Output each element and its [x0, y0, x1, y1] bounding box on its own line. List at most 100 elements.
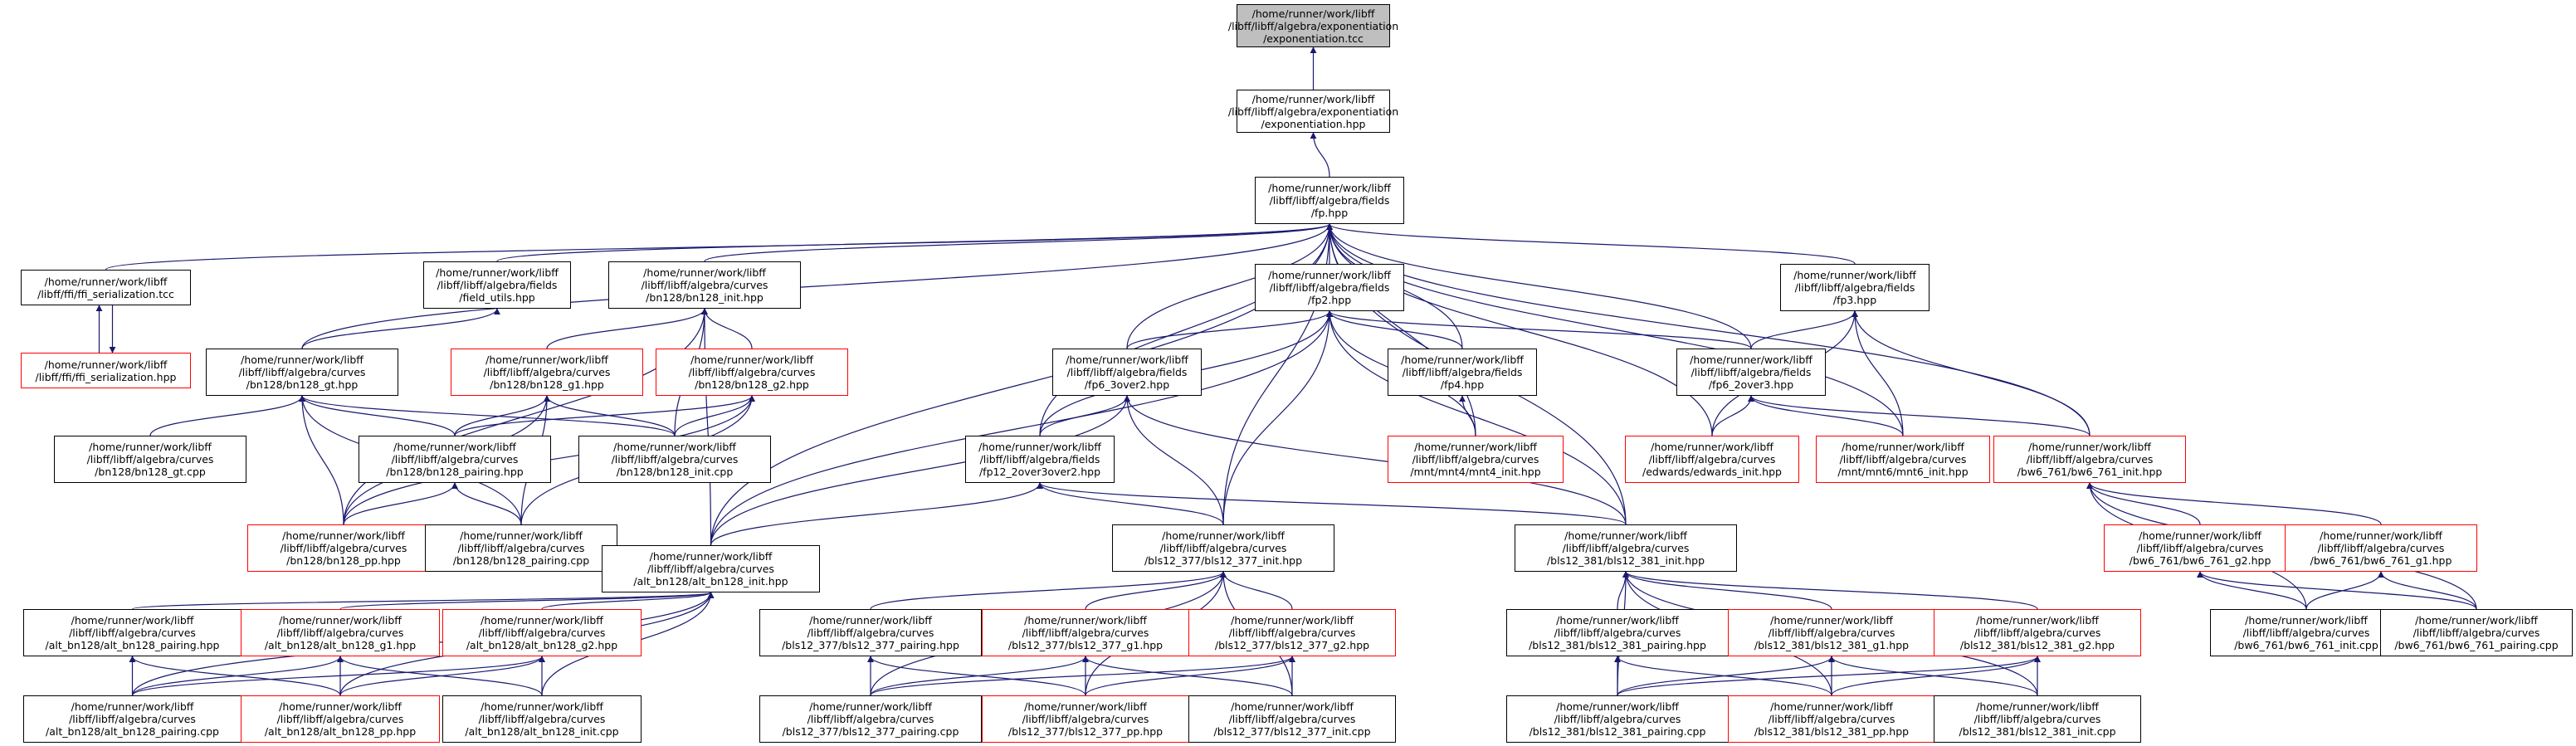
- node-label-line: /libff/libff/algebra/curves: [688, 366, 816, 378]
- node-label-line: /libff/libff/algebra/fields: [1402, 366, 1523, 378]
- edge-fp3-to-mnt6-init: [1852, 310, 1904, 436]
- node-label-line: /bw6_761/bw6_761_init.hpp: [2017, 466, 2163, 478]
- node-alt-pp[interactable]: /home/runner/work/libff/libff/libff/alge…: [241, 695, 440, 743]
- node-bls377-pairing-cpp[interactable]: /home/runner/work/libff/libff/libff/alge…: [759, 695, 982, 743]
- node-bn128-gt-hpp[interactable]: /home/runner/work/libff/libff/libff/alge…: [206, 349, 398, 396]
- node-label-line: /libff/libff/algebra/curves: [69, 713, 196, 725]
- node-label-line: /home/runner/work/libff: [2245, 614, 2368, 627]
- node-bls381-init-cpp[interactable]: /home/runner/work/libff/libff/libff/alge…: [1934, 695, 2141, 743]
- node-label-line: /bls12_381/bls12_381_pairing.hpp: [1529, 639, 1706, 651]
- edge-fp6-3over2-to-fp12-2over3over2: [1039, 395, 1130, 436]
- node-fp[interactable]: /home/runner/work/libff/libff/libff/alge…: [1255, 177, 1404, 224]
- node-bn128-pp[interactable]: /home/runner/work/libff/libff/libff/alge…: [247, 524, 440, 572]
- node-label-line: /libff/libff/algebra/curves: [1228, 713, 1356, 725]
- node-bls381-g1-hpp[interactable]: /home/runner/work/libff/libff/libff/alge…: [1728, 609, 1935, 656]
- node-alt-init-cpp[interactable]: /home/runner/work/libff/libff/libff/alge…: [442, 695, 642, 743]
- node-label-line: /home/runner/work/libff: [485, 353, 608, 366]
- node-label-line: /home/runner/work/libff: [978, 441, 1101, 453]
- node-label-line: /home/runner/work/libff: [282, 529, 405, 542]
- node-label-line: /bn128/bn128_g1.hpp: [490, 378, 604, 391]
- node-label-line: /libff/libff/algebra/curves: [238, 366, 366, 378]
- node-fp6-3over2[interactable]: /home/runner/work/libff/libff/libff/alge…: [1052, 349, 1202, 396]
- node-mnt4-init[interactable]: /home/runner/work/libff/libff/libff/alge…: [1388, 436, 1564, 483]
- node-ffi-hpp[interactable]: /home/runner/work/libff/libff/ffi/ffi_se…: [21, 353, 191, 388]
- node-bls377-pairing-hpp[interactable]: /home/runner/work/libff/libff/libff/alge…: [759, 609, 982, 656]
- edge-bn128-pairing-hpp-to-bn128-pp: [343, 482, 458, 525]
- node-label-line: /libff/libff/algebra/curves: [280, 542, 407, 554]
- node-label-line: /home/runner/work/libff: [1690, 353, 1812, 366]
- node-label-line: /libff/libff/algebra/curves: [807, 627, 934, 639]
- node-bw6-g2-hpp[interactable]: /home/runner/work/libff/libff/libff/alge…: [2104, 524, 2296, 572]
- edge-bn128-init-hpp-to-bn128-g2-hpp: [701, 308, 753, 349]
- node-label-line: /bw6_761/bw6_761_g1.hpp: [2310, 554, 2452, 567]
- node-label-line: /home/runner/work/libff: [2320, 529, 2442, 542]
- node-label-line: /libff/ffi/ffi_serialization.hpp: [35, 370, 177, 383]
- node-exp-hpp[interactable]: /home/runner/work/libff/libff/libff/alge…: [1228, 90, 1398, 133]
- node-alt-init-hpp[interactable]: /home/runner/work/libff/libff/libff/alge…: [602, 545, 820, 592]
- node-bn128-pairing-hpp[interactable]: /home/runner/work/libff/libff/libff/alge…: [359, 436, 551, 483]
- node-bw6-init-cpp[interactable]: /home/runner/work/libff/libff/libff/alge…: [2210, 609, 2403, 656]
- node-edwards-init[interactable]: /home/runner/work/libff/libff/libff/alge…: [1625, 436, 1799, 483]
- node-fp6-2over3[interactable]: /home/runner/work/libff/libff/libff/alge…: [1676, 349, 1826, 396]
- node-label-line: /home/runner/work/libff: [2028, 441, 2151, 453]
- node-label-line: /libff/libff/algebra/curves: [2242, 627, 2370, 639]
- node-field-utils[interactable]: /home/runner/work/libff/libff/libff/alge…: [423, 261, 571, 309]
- node-bw6-init-hpp[interactable]: /home/runner/work/libff/libff/libff/alge…: [1993, 436, 2186, 483]
- edge-bw6-g2-hpp-to-bw6-pairing-cpp: [2197, 571, 2477, 610]
- node-bls377-init-hpp[interactable]: /home/runner/work/libff/libff/libff/alge…: [1112, 524, 1334, 572]
- node-bn128-pairing-cpp[interactable]: /home/runner/work/libff/libff/libff/alge…: [425, 524, 617, 572]
- node-bls381-g2-hpp[interactable]: /home/runner/work/libff/libff/libff/alge…: [1934, 609, 2141, 656]
- node-label-line: /libff/libff/algebra/curves: [1973, 713, 2101, 725]
- node-bls377-g1-hpp[interactable]: /home/runner/work/libff/libff/libff/alge…: [982, 609, 1189, 656]
- node-bls381-pairing-hpp[interactable]: /home/runner/work/libff/libff/libff/alge…: [1506, 609, 1729, 656]
- edge-bls377-init-hpp-to-bls377-g2-hpp: [1220, 571, 1293, 610]
- node-bls377-init-cpp[interactable]: /home/runner/work/libff/libff/libff/alge…: [1188, 695, 1396, 743]
- node-fp2[interactable]: /home/runner/work/libff/libff/libff/alge…: [1255, 264, 1404, 311]
- edge-bw6-init-hpp-to-bw6-g2-hpp: [2086, 482, 2201, 525]
- node-bw6-pairing-cpp[interactable]: /home/runner/work/libff/libff/libff/alge…: [2380, 609, 2573, 656]
- edge-fp2-to-alt-init-hpp: [710, 310, 1333, 546]
- edge-fp-to-fp6-3over2: [1126, 223, 1333, 349]
- node-bls377-pp[interactable]: /home/runner/work/libff/libff/libff/alge…: [982, 695, 1189, 743]
- node-bls381-init-hpp[interactable]: /home/runner/work/libff/libff/libff/alge…: [1515, 524, 1737, 572]
- edge-bls377-g2-hpp-to-bls377-pairing-cpp: [870, 656, 1295, 696]
- node-label-line: /home/runner/work/libff: [1414, 441, 1537, 453]
- node-fp4[interactable]: /home/runner/work/libff/libff/libff/alge…: [1388, 349, 1537, 396]
- node-bn128-init-cpp[interactable]: /home/runner/work/libff/libff/libff/alge…: [578, 436, 771, 483]
- node-label-line: /libff/libff/algebra/curves: [1839, 453, 1967, 466]
- node-label-line: /libff/libff/algebra/fields: [1269, 194, 1390, 207]
- node-label-line: /bls12_381/bls12_381_init.hpp: [1546, 554, 1705, 567]
- node-bn128-gt-cpp[interactable]: /home/runner/work/libff/libff/libff/alge…: [54, 436, 246, 483]
- node-label-line: /libff/libff/algebra/curves: [69, 627, 196, 639]
- node-fp12-2over3over2[interactable]: /home/runner/work/libff/libff/libff/alge…: [965, 436, 1115, 483]
- node-alt-pairing-cpp[interactable]: /home/runner/work/libff/libff/libff/alge…: [23, 695, 242, 743]
- edge-alt-g2-hpp-to-alt-pairing-cpp: [131, 656, 545, 696]
- node-label-line: /bn128/bn128_pp.hpp: [286, 554, 401, 567]
- node-label-line: /home/runner/work/libff: [44, 275, 168, 288]
- edge-fp3-to-fp6-2over3: [1750, 310, 1858, 349]
- edge-fp-to-fp3: [1326, 223, 1856, 265]
- node-alt-g2-hpp[interactable]: /home/runner/work/libff/libff/libff/alge…: [442, 609, 642, 656]
- node-label-line: /home/runner/work/libff: [1564, 529, 1687, 542]
- node-bls381-pp[interactable]: /home/runner/work/libff/libff/libff/alge…: [1728, 695, 1935, 743]
- node-alt-g1-hpp[interactable]: /home/runner/work/libff/libff/libff/alge…: [241, 609, 440, 656]
- node-alt-pairing-hpp[interactable]: /home/runner/work/libff/libff/libff/alge…: [23, 609, 242, 656]
- node-label-line: /home/runner/work/libff: [1793, 269, 1916, 281]
- node-bls381-pairing-cpp[interactable]: /home/runner/work/libff/libff/libff/alge…: [1506, 695, 1729, 743]
- node-label-line: /libff/libff/algebra/curves: [483, 366, 611, 378]
- edge-fp2-to-fp4: [1326, 310, 1463, 349]
- node-label-line: /home/runner/work/libff: [1651, 441, 1773, 453]
- node-label-line: /bls12_377/bls12_377_g1.hpp: [1007, 639, 1164, 651]
- node-bw6-g1-hpp[interactable]: /home/runner/work/libff/libff/libff/alge…: [2285, 524, 2477, 572]
- node-exp-tcc[interactable]: /home/runner/work/libff/libff/libff/alge…: [1228, 4, 1398, 47]
- node-bn128-g2-hpp[interactable]: /home/runner/work/libff/libff/libff/alge…: [656, 349, 848, 396]
- node-bls377-g2-hpp[interactable]: /home/runner/work/libff/libff/libff/alge…: [1188, 609, 1396, 656]
- node-fp3[interactable]: /home/runner/work/libff/libff/libff/alge…: [1780, 264, 1930, 311]
- node-mnt6-init[interactable]: /home/runner/work/libff/libff/libff/alge…: [1816, 436, 1990, 483]
- node-label-line: /home/runner/work/libff: [89, 441, 212, 453]
- node-bn128-g1-hpp[interactable]: /home/runner/work/libff/libff/libff/alge…: [451, 349, 643, 396]
- node-bn128-init-hpp[interactable]: /home/runner/work/libff/libff/libff/alge…: [608, 261, 801, 309]
- node-label-line: /libff/libff/algebra/fields: [1269, 281, 1390, 294]
- edge-bn128-pairing-hpp-to-bn128-pairing-cpp: [451, 482, 522, 525]
- node-ffi-tcc[interactable]: /home/runner/work/libff/libff/ffi/ffi_se…: [21, 270, 191, 305]
